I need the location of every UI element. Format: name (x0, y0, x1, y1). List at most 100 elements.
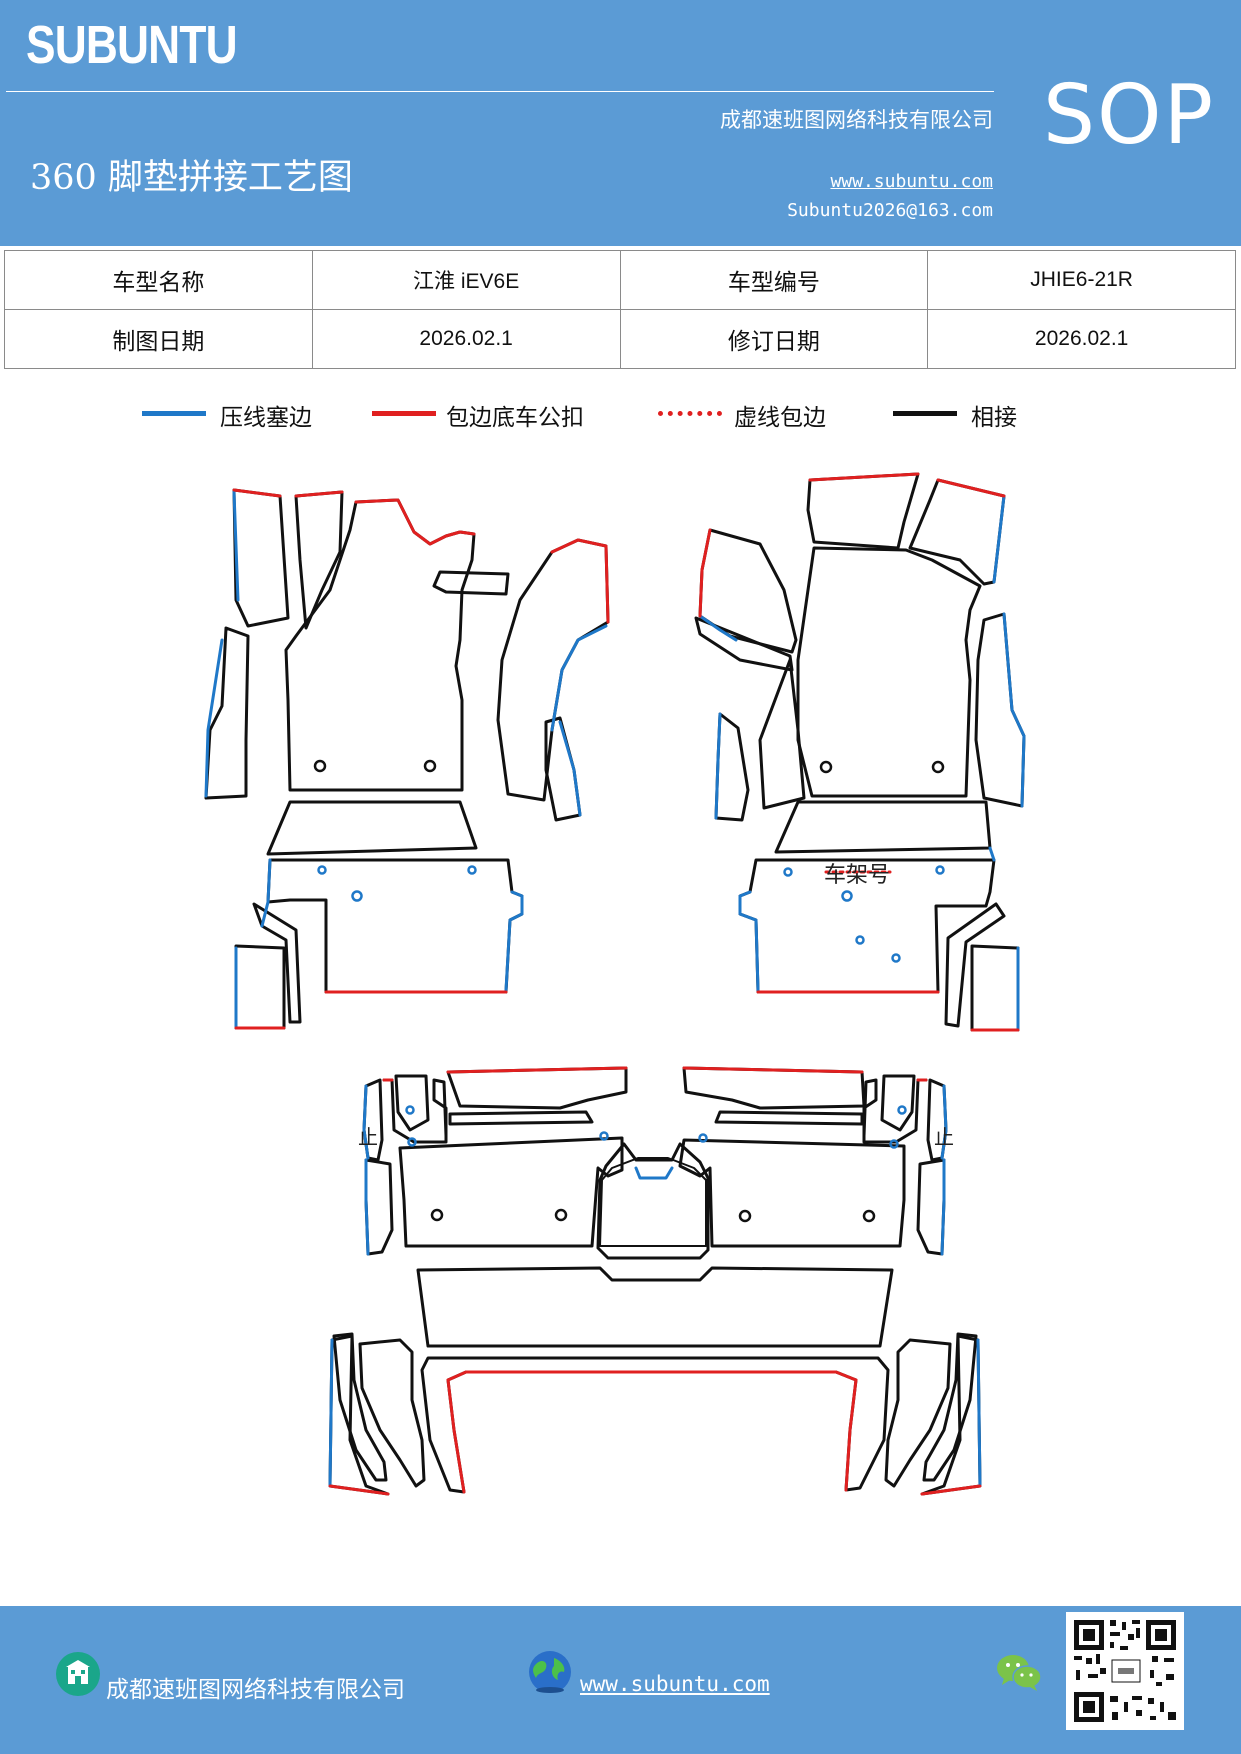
mat-piece (364, 1158, 394, 1256)
mat-piece (944, 902, 1006, 1028)
mounting-hole (819, 760, 833, 774)
mat-piece (382, 1078, 448, 1144)
edge-red (808, 472, 920, 482)
edge-blue (550, 624, 608, 732)
mat-piece (284, 498, 476, 792)
model-code-label: 车型编号 (619, 250, 929, 310)
legend-label: 包边底车公扣 (446, 405, 584, 431)
clip-hole (405, 1105, 415, 1115)
mat-piece (774, 800, 992, 854)
mat-piece (420, 1356, 890, 1494)
mat-piece (398, 1136, 624, 1248)
qr-code[interactable] (1066, 1612, 1184, 1730)
table-row: 制图日期 2026.02.1 修订日期 2026.02.1 (4, 309, 1236, 369)
mat-piece (974, 612, 1026, 808)
edge-red (294, 490, 344, 498)
edge-blue (328, 1338, 334, 1488)
edge-blue (204, 638, 224, 798)
edge-red (550, 538, 610, 624)
mat-piece (682, 1066, 866, 1110)
mat-piece (694, 616, 794, 672)
edge-blue (232, 490, 240, 602)
info-table: 车型名称 江淮 iEV6E 车型编号 JHIE6-21R 制图日期 2026.0… (4, 250, 1236, 369)
edge-blue (698, 614, 738, 642)
clip-hole (351, 890, 363, 902)
edge-red (844, 1378, 858, 1492)
mat-piece (758, 658, 806, 810)
header-email: Subuntu2026@163.com (787, 200, 993, 221)
mat-piece (862, 1078, 928, 1144)
mat-cutout (432, 570, 510, 596)
edge-red (698, 528, 712, 618)
edge-blue (988, 846, 996, 862)
edge-red (328, 1484, 390, 1496)
mounting-hole (738, 1209, 752, 1223)
clip-hole (783, 867, 793, 877)
edge-blue (738, 890, 760, 992)
edge-blue (504, 890, 524, 992)
mat-piece (416, 1266, 894, 1348)
clip-hole (317, 865, 327, 875)
mat-piece (880, 1074, 916, 1132)
legend-swatch-black (893, 411, 957, 416)
brand-logo: SUBUNTU (26, 15, 238, 75)
edge-red (446, 1370, 858, 1382)
edge-blue (634, 1166, 674, 1180)
legend-swatch-red (372, 411, 436, 416)
mounting-hole (430, 1208, 444, 1222)
edge-red (936, 478, 1006, 498)
clip-hole (897, 1105, 907, 1115)
mat-piece (266, 800, 478, 856)
legend-label: 压线塞边 (220, 405, 312, 431)
mounting-hole (554, 1208, 568, 1222)
stop-label: 止 (934, 1125, 954, 1149)
edge-blue (976, 1338, 982, 1488)
mat-piece (266, 858, 524, 994)
draw-date-value: 2026.02.1 (311, 309, 621, 369)
clip-hole (467, 865, 477, 875)
edge-red (354, 498, 476, 546)
legend-swatch-blue (142, 411, 206, 416)
draw-date-label: 制图日期 (4, 309, 313, 369)
wechat-icon (997, 1655, 1042, 1691)
clip-hole (891, 953, 901, 963)
model-code-value: JHIE6-21R (927, 250, 1236, 310)
mat-piece-outline (599, 1157, 707, 1247)
header-website-link[interactable]: www.subuntu.com (830, 171, 993, 192)
clip-hole (889, 1139, 899, 1149)
mat-piece (916, 1158, 946, 1256)
edge-red (682, 1066, 864, 1074)
revision-date-label: 修订日期 (619, 309, 929, 369)
mounting-hole (931, 760, 945, 774)
model-name-value: 江淮 iEV6E (311, 250, 621, 310)
legend-label: 虚线包边 (734, 405, 826, 431)
mat-piece (204, 626, 250, 800)
edge-blue (940, 1084, 948, 1160)
mat-piece (252, 902, 302, 1024)
edge-blue (364, 1158, 370, 1256)
clip-hole (935, 865, 945, 875)
mat-piece (394, 1074, 430, 1132)
mounting-hole (313, 759, 327, 773)
qr-code-image (1074, 1620, 1176, 1722)
model-name-label: 车型名称 (4, 250, 313, 310)
edge-blue (940, 1158, 946, 1256)
edge-red (232, 488, 282, 498)
edge-red (920, 1484, 982, 1496)
edge-blue (558, 720, 582, 817)
globe-icon (529, 1651, 571, 1693)
edge-red (446, 1378, 466, 1494)
revision-date-value: 2026.02.1 (927, 309, 1236, 369)
clip-hole (841, 890, 853, 902)
sop-badge: SOP (1043, 68, 1216, 163)
legend: 压线塞边 包边底车公扣 虚线包边 相接 (0, 398, 1241, 438)
mat-piece (448, 1110, 594, 1126)
mat-piece (908, 478, 1006, 586)
header-banner: SUBUNTU 成都速班图网络科技有限公司 360 脚垫拼接工艺图 www.su… (0, 0, 1241, 246)
footer-banner: 成都速班图网络科技有限公司 www.subuntu.com (0, 1606, 1241, 1754)
mat-piece (328, 1334, 390, 1496)
footer-website-link[interactable]: www.subuntu.com (580, 1672, 770, 1696)
edge-red (446, 1066, 628, 1074)
mat-piece (234, 944, 286, 1030)
mat-piece (358, 1338, 426, 1488)
